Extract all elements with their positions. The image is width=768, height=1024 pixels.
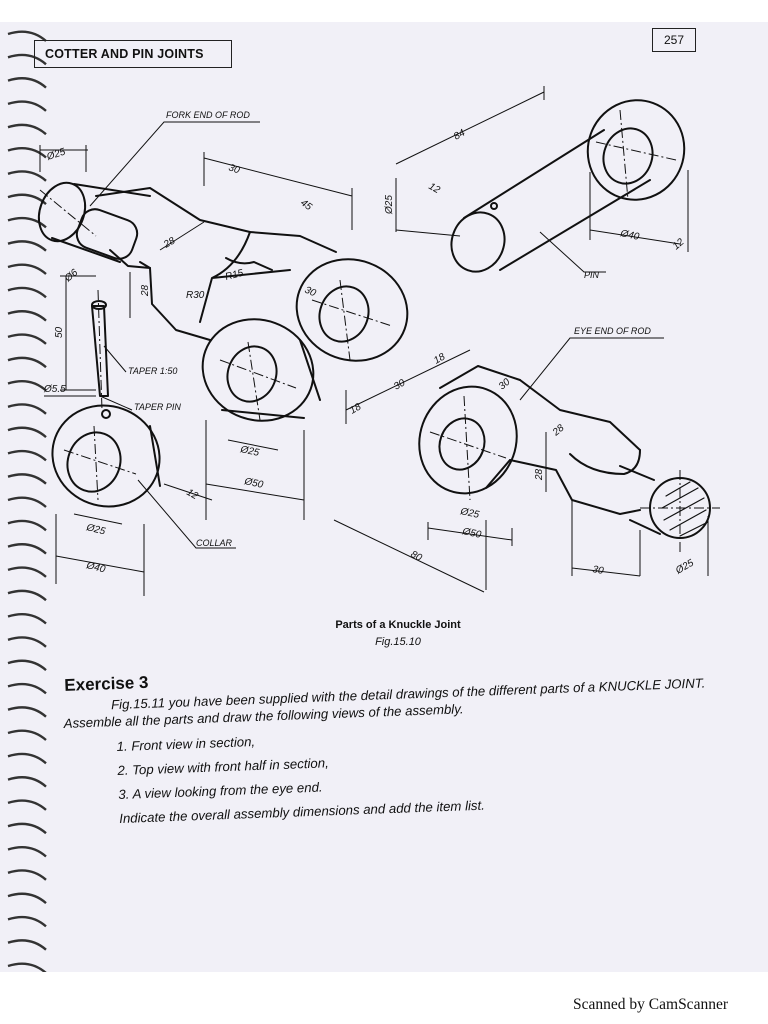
dim-pin-84: 84	[452, 127, 468, 142]
eye-end-part	[418, 365, 711, 539]
pin-part	[450, 99, 686, 273]
spiral-ring	[7, 286, 47, 299]
dim-eye-80: 80	[409, 549, 424, 564]
book-page	[0, 22, 768, 972]
dim-eye-dia25: Ø25	[458, 506, 480, 521]
spiral-ring	[7, 519, 47, 532]
dim-collar-dia25: Ø25	[84, 522, 106, 538]
spiral-ring	[7, 729, 47, 741]
exercise-list: 1. Front view in section, 2. Top view wi…	[116, 716, 746, 802]
dim-pin-12b: 12	[671, 236, 687, 252]
dim-fork-30c: 30	[392, 377, 408, 392]
spiral-ring	[7, 380, 47, 392]
spiral-ring	[7, 659, 47, 672]
dim-collar-dia40: Ø40	[84, 560, 106, 576]
spiral-ring	[7, 449, 47, 462]
dim-fork-18a: 18	[348, 401, 364, 416]
spiral-ring	[7, 77, 47, 89]
scan-top-margin	[0, 0, 768, 22]
fork-end-part	[37, 181, 409, 422]
spiral-ring	[7, 53, 47, 66]
spiral-ring	[7, 589, 47, 602]
dim-fork-28a: 28	[161, 235, 177, 251]
spiral-ring	[7, 566, 47, 578]
spiral-ring	[7, 216, 47, 229]
spiral-ring	[7, 543, 47, 555]
spiral-ring	[7, 123, 47, 136]
dim-pin-dia25: Ø25	[384, 195, 395, 215]
spiral-ring	[7, 356, 47, 369]
spiral-ring	[7, 706, 47, 718]
spiral-ring	[7, 403, 47, 415]
dim-eye-28b: 28	[534, 468, 545, 481]
spiral-ring	[7, 962, 47, 972]
spiral-ring	[7, 869, 47, 881]
spiral-ring	[7, 30, 47, 42]
dim-pin-12a: 12	[427, 181, 443, 196]
spiral-ring	[7, 240, 47, 252]
spiral-ring	[7, 892, 47, 905]
spiral-ring	[7, 147, 47, 159]
collar-part	[51, 404, 161, 508]
dim-tp-50: 50	[54, 326, 65, 338]
label-taper: TAPER 1:50	[128, 366, 177, 376]
dim-fork-45: 45	[298, 198, 314, 214]
spiral-ring	[7, 752, 47, 765]
spiral-ring	[7, 426, 47, 439]
dim-fork-28b: 28	[140, 284, 151, 297]
spiral-ring	[7, 846, 47, 858]
dim-fork-r30: R30	[186, 290, 205, 301]
label-fork-end: FORK END OF ROD	[166, 110, 250, 120]
label-pin: PIN	[584, 270, 600, 280]
exercise-block: Exercise 3 Fig.15.11 you have been suppl…	[62, 651, 747, 828]
spiral-ring	[7, 939, 47, 951]
dim-fork-18b: 18	[432, 351, 448, 366]
section-title: COTTER AND PIN JOINTS	[34, 40, 232, 68]
spiral-ring	[7, 310, 47, 322]
spiral-ring	[7, 170, 47, 182]
dim-fork-dia-rod: Ø25	[45, 146, 68, 163]
dim-collar-12: 12	[185, 487, 201, 502]
label-collar: COLLAR	[196, 538, 233, 548]
dim-eye-30b: 30	[591, 564, 604, 577]
dim-eye-dia25b: Ø25	[673, 557, 696, 577]
dim-fork-dia50: Ø50	[242, 476, 264, 491]
dim-fork-30b: 30	[303, 285, 318, 300]
spiral-ring	[7, 682, 47, 695]
knuckle-joint-drawing: FORK END OF ROD PIN EYE END OF ROD TAPER…	[37, 86, 720, 596]
figure-caption-number: Fig.15.10	[375, 636, 421, 648]
dim-tp-dia6: Ø6	[62, 267, 80, 285]
label-eye-end: EYE END OF ROD	[574, 326, 651, 336]
spiral-ring	[7, 496, 47, 508]
spiral-ring	[7, 915, 47, 928]
dim-eye-28a: 28	[550, 422, 567, 439]
page-number: 257	[652, 28, 696, 52]
dim-eye-dia50: Ø50	[460, 526, 482, 541]
spiral-ring	[7, 799, 47, 811]
dim-fork-r15: R15	[224, 268, 245, 283]
dim-fork-dia25: Ø25	[238, 444, 260, 459]
spiral-ring	[7, 776, 47, 788]
spiral-ring	[7, 473, 47, 485]
spiral-ring	[7, 100, 47, 112]
figure-caption-title: Parts of a Knuckle Joint	[335, 619, 461, 631]
dim-eye-30: 30	[497, 376, 513, 392]
spiral-ring	[7, 333, 47, 345]
label-taper-pin: TAPER PIN	[134, 402, 181, 412]
dim-tp-dia55: Ø5.5	[43, 384, 66, 395]
dim-pin-dia40: Ø40	[618, 228, 640, 243]
spiral-ring	[7, 636, 47, 648]
spiral-ring	[7, 822, 47, 835]
spiral-ring	[7, 613, 47, 625]
scanner-watermark: Scanned by CamScanner	[573, 996, 728, 1013]
dim-fork-30: 30	[227, 162, 241, 176]
spiral-ring	[7, 263, 47, 275]
